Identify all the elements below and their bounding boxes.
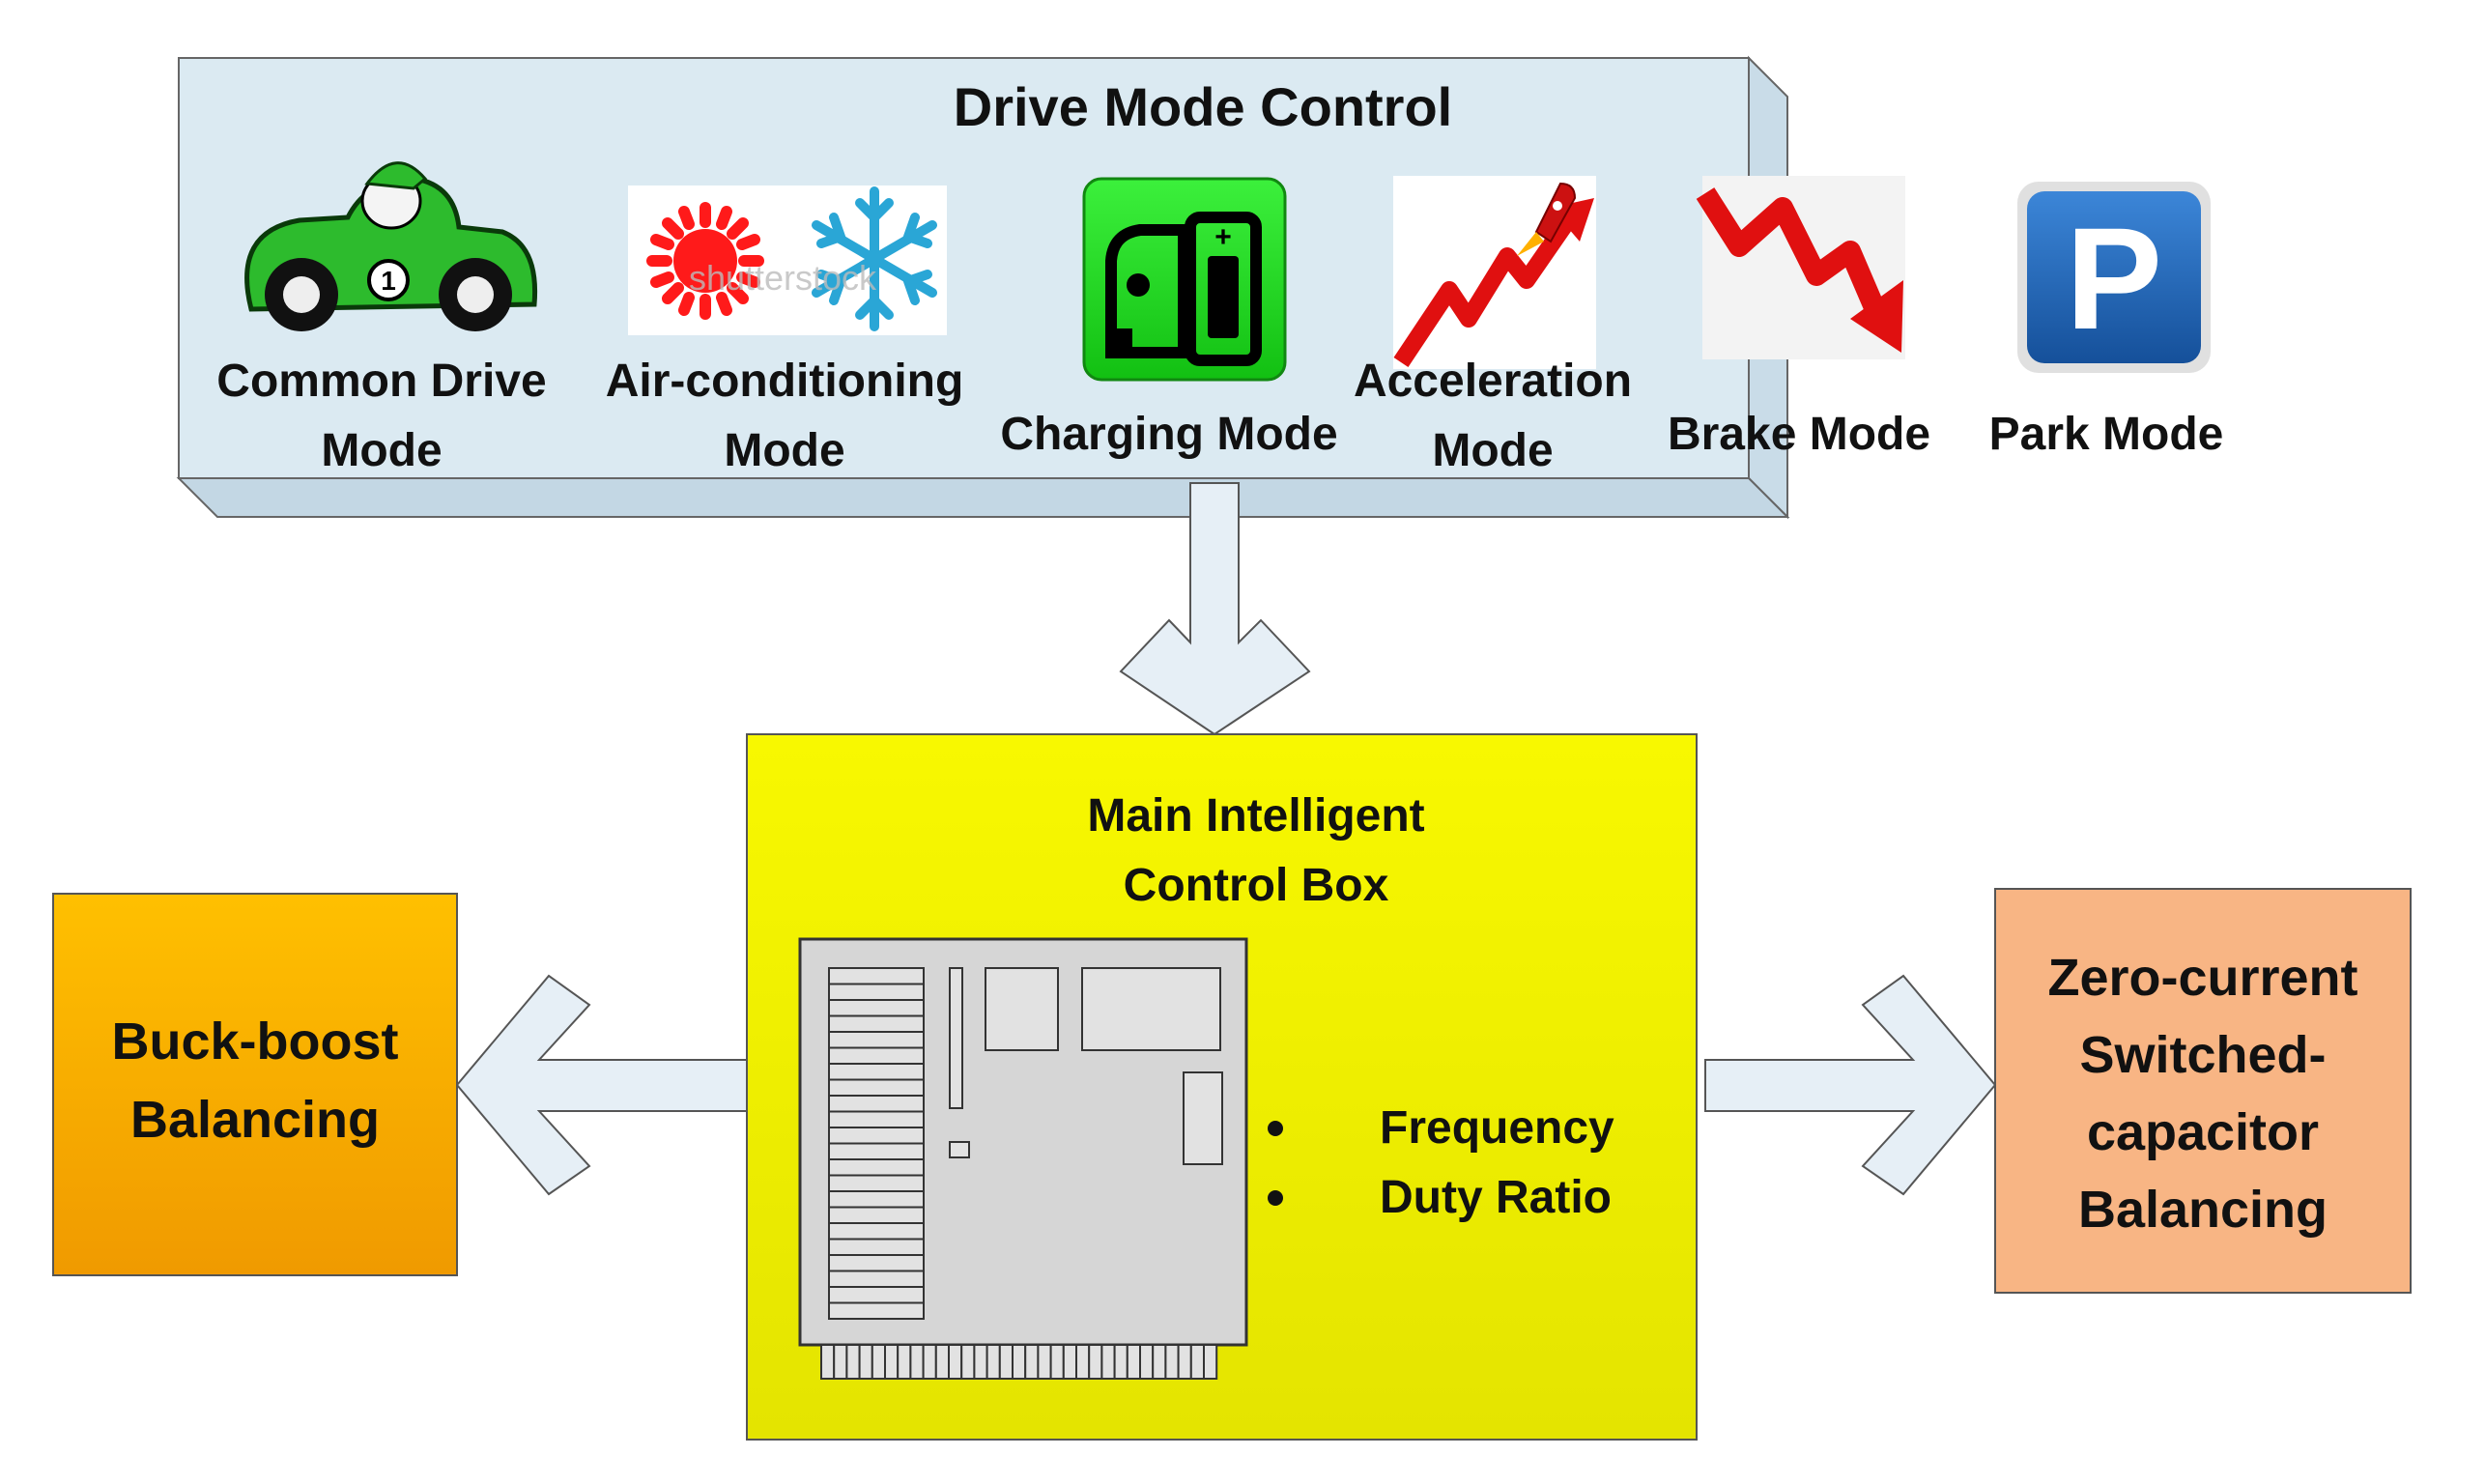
connector-pin xyxy=(1088,1344,1103,1380)
connector-pin xyxy=(1126,1344,1142,1380)
connector-pin xyxy=(1062,1344,1078,1380)
race-car-icon: 1 xyxy=(244,161,538,331)
connector-pin xyxy=(1177,1344,1192,1380)
connector-pin xyxy=(858,1344,873,1380)
connector-pin xyxy=(871,1344,886,1380)
rocket-rising-arrow-icon xyxy=(1393,176,1596,369)
right-arrow xyxy=(1704,974,1997,1196)
connector-pin xyxy=(1049,1344,1065,1380)
connector-pin xyxy=(1203,1344,1218,1380)
mode-label-charging: Charging Mode xyxy=(1000,409,1337,460)
mode-label-acceleration-2: Mode xyxy=(1432,425,1553,476)
board-slot xyxy=(828,1014,925,1033)
mode-label-air-conditioning: Air-conditioning xyxy=(606,356,964,407)
mode-label-common-drive-2: Mode xyxy=(321,425,442,476)
board-slot xyxy=(828,1110,925,1128)
board-slot xyxy=(828,1222,925,1241)
bullet-dot xyxy=(1268,1121,1283,1136)
connector-pin xyxy=(1113,1344,1128,1380)
board-slot xyxy=(828,1046,925,1065)
connector-pin xyxy=(973,1344,988,1380)
board-slot xyxy=(828,1095,925,1113)
connector-pin xyxy=(1139,1344,1155,1380)
panel-title: Drive Mode Control xyxy=(954,76,1452,137)
connector-pin xyxy=(884,1344,900,1380)
right-box-line-3: capacitor xyxy=(2087,1103,2319,1161)
watermark-text: shutterstock xyxy=(689,258,877,298)
connector-pin xyxy=(909,1344,925,1380)
connector-pin xyxy=(922,1344,937,1380)
connector-pin xyxy=(845,1344,861,1380)
connector-pin xyxy=(1152,1344,1167,1380)
board-slot xyxy=(828,1063,925,1081)
board-slot xyxy=(828,1078,925,1097)
connector-pin xyxy=(1189,1344,1206,1380)
right-box-line-4: Balancing xyxy=(2078,1181,2328,1239)
connector-pin xyxy=(1075,1344,1091,1380)
board-slot xyxy=(828,1142,925,1160)
control-box-title-2: Control Box xyxy=(1124,860,1389,911)
connector-pin xyxy=(1037,1344,1052,1380)
svg-text:+: + xyxy=(1214,221,1232,253)
mode-label-acceleration: Acceleration xyxy=(1354,356,1632,407)
board-slot xyxy=(828,1206,925,1224)
falling-arrow-icon xyxy=(1696,176,1905,359)
board-slot xyxy=(828,1031,925,1049)
bullet-dot xyxy=(1268,1190,1283,1206)
mode-label-brake: Brake Mode xyxy=(1668,409,1930,460)
mode-label-common-drive: Common Drive xyxy=(216,356,546,407)
board-slot xyxy=(828,1190,925,1209)
board-slot xyxy=(828,1286,925,1304)
connector-pin xyxy=(948,1344,963,1380)
svg-text:1: 1 xyxy=(381,266,396,296)
mode-label-park: Park Mode xyxy=(1989,409,2224,460)
connector-pin xyxy=(820,1344,836,1380)
left-arrow xyxy=(455,974,748,1196)
charging-station-icon: + xyxy=(1082,177,1287,382)
board-slot xyxy=(828,1254,925,1272)
down-arrow xyxy=(1119,482,1311,736)
right-box-line-2: Switched- xyxy=(2079,1026,2326,1084)
connector-pin xyxy=(1100,1344,1116,1380)
board-slot xyxy=(828,1127,925,1145)
buck-boost-box: Buck-boost Balancing xyxy=(52,893,458,1276)
connector-pin xyxy=(897,1344,912,1380)
control-box-title-1: Main Intelligent xyxy=(1087,790,1424,842)
board-slot xyxy=(828,1270,925,1288)
connector-pin xyxy=(1012,1344,1027,1380)
board-slot xyxy=(828,1238,925,1256)
connector-pin xyxy=(1024,1344,1040,1380)
connector-pin xyxy=(960,1344,976,1380)
connector-pin xyxy=(998,1344,1014,1380)
board-slot xyxy=(828,1158,925,1177)
bullet-frequency: Frequency xyxy=(1380,1102,1614,1154)
zero-current-box: Zero-current Switched- capacitor Balanci… xyxy=(1994,888,2412,1294)
connector-pin xyxy=(985,1344,1001,1380)
circuit-board-icon xyxy=(798,937,1248,1380)
sun-snowflake-icon: shutterstock xyxy=(628,186,947,335)
left-box-line-1: Buck-boost xyxy=(112,1013,399,1070)
board-slot xyxy=(828,983,925,1001)
right-box-line-1: Zero-current xyxy=(2047,949,2357,1007)
left-box-line-2: Balancing xyxy=(130,1091,380,1149)
mode-label-air-conditioning-2: Mode xyxy=(724,425,844,476)
connector-pin xyxy=(833,1344,848,1380)
bullet-duty-ratio: Duty Ratio xyxy=(1380,1172,1612,1223)
board-slot xyxy=(828,967,925,985)
connector-pin xyxy=(934,1344,950,1380)
board-slot xyxy=(828,999,925,1017)
connector-pin xyxy=(1164,1344,1180,1380)
board-slot xyxy=(828,1301,925,1320)
park-glyph: P xyxy=(2066,197,2162,359)
parking-sign-icon: P xyxy=(2017,182,2211,373)
board-slot xyxy=(828,1174,925,1192)
